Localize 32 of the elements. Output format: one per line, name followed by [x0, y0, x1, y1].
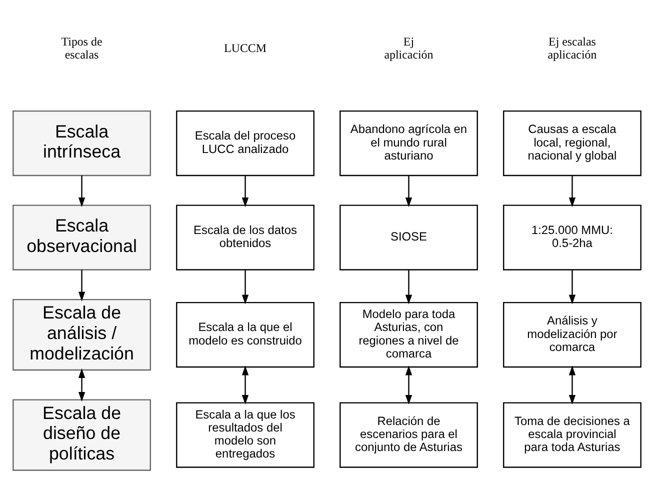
node-box: Abandono agrícola en el mundo rural asturiano: [340, 110, 478, 176]
node-box: Escala de análisis / modelización: [12, 298, 151, 370]
node-box: Escala intrínseca: [12, 110, 151, 176]
arrow: [405, 269, 412, 304]
label: LUCCM: [224, 40, 266, 54]
arrow: [242, 365, 249, 404]
node-box: SIOSE: [340, 204, 478, 270]
arrow: [78, 175, 86, 207]
label: Tipos de escalas: [61, 34, 102, 62]
node-box: Escala del proceso LUCC analizado: [176, 110, 314, 176]
node-box: Escala a la que el modelo es construido: [176, 301, 314, 368]
node-box: Causas a escala local, regional, nacional y global: [503, 110, 642, 176]
node-box: Escala de los datos obtenidos: [176, 204, 314, 270]
node-box: Escala observacional: [12, 204, 151, 270]
node-box: Relación de escenarios para el conjunto de Asturias: [340, 402, 478, 468]
node-box: 1:25.000 MMU: 0.5-2ha: [503, 204, 642, 270]
arrow: [78, 269, 86, 301]
arrow: [568, 175, 576, 207]
arrow: [405, 365, 412, 404]
arrow: [568, 269, 576, 304]
label: Ej escalas aplicación: [548, 34, 597, 62]
node-box: Modelo para toda Asturias, con regiones a nivel de comarca: [340, 301, 478, 368]
label: Ej aplicación: [384, 34, 434, 62]
arrow: [568, 365, 576, 404]
node-box: Escala a la que los resultados del modelo son entregados: [176, 402, 314, 468]
arrow: [78, 368, 86, 402]
node-box: Toma de decisiones a escala provincial para toda Asturias: [503, 402, 642, 468]
arrow: [405, 175, 412, 207]
arrow: [242, 175, 249, 207]
node-box: Análisis y modelización por comarca: [503, 301, 642, 368]
arrow: [242, 269, 249, 304]
node-box: Escala de diseño de políticas: [12, 398, 151, 470]
